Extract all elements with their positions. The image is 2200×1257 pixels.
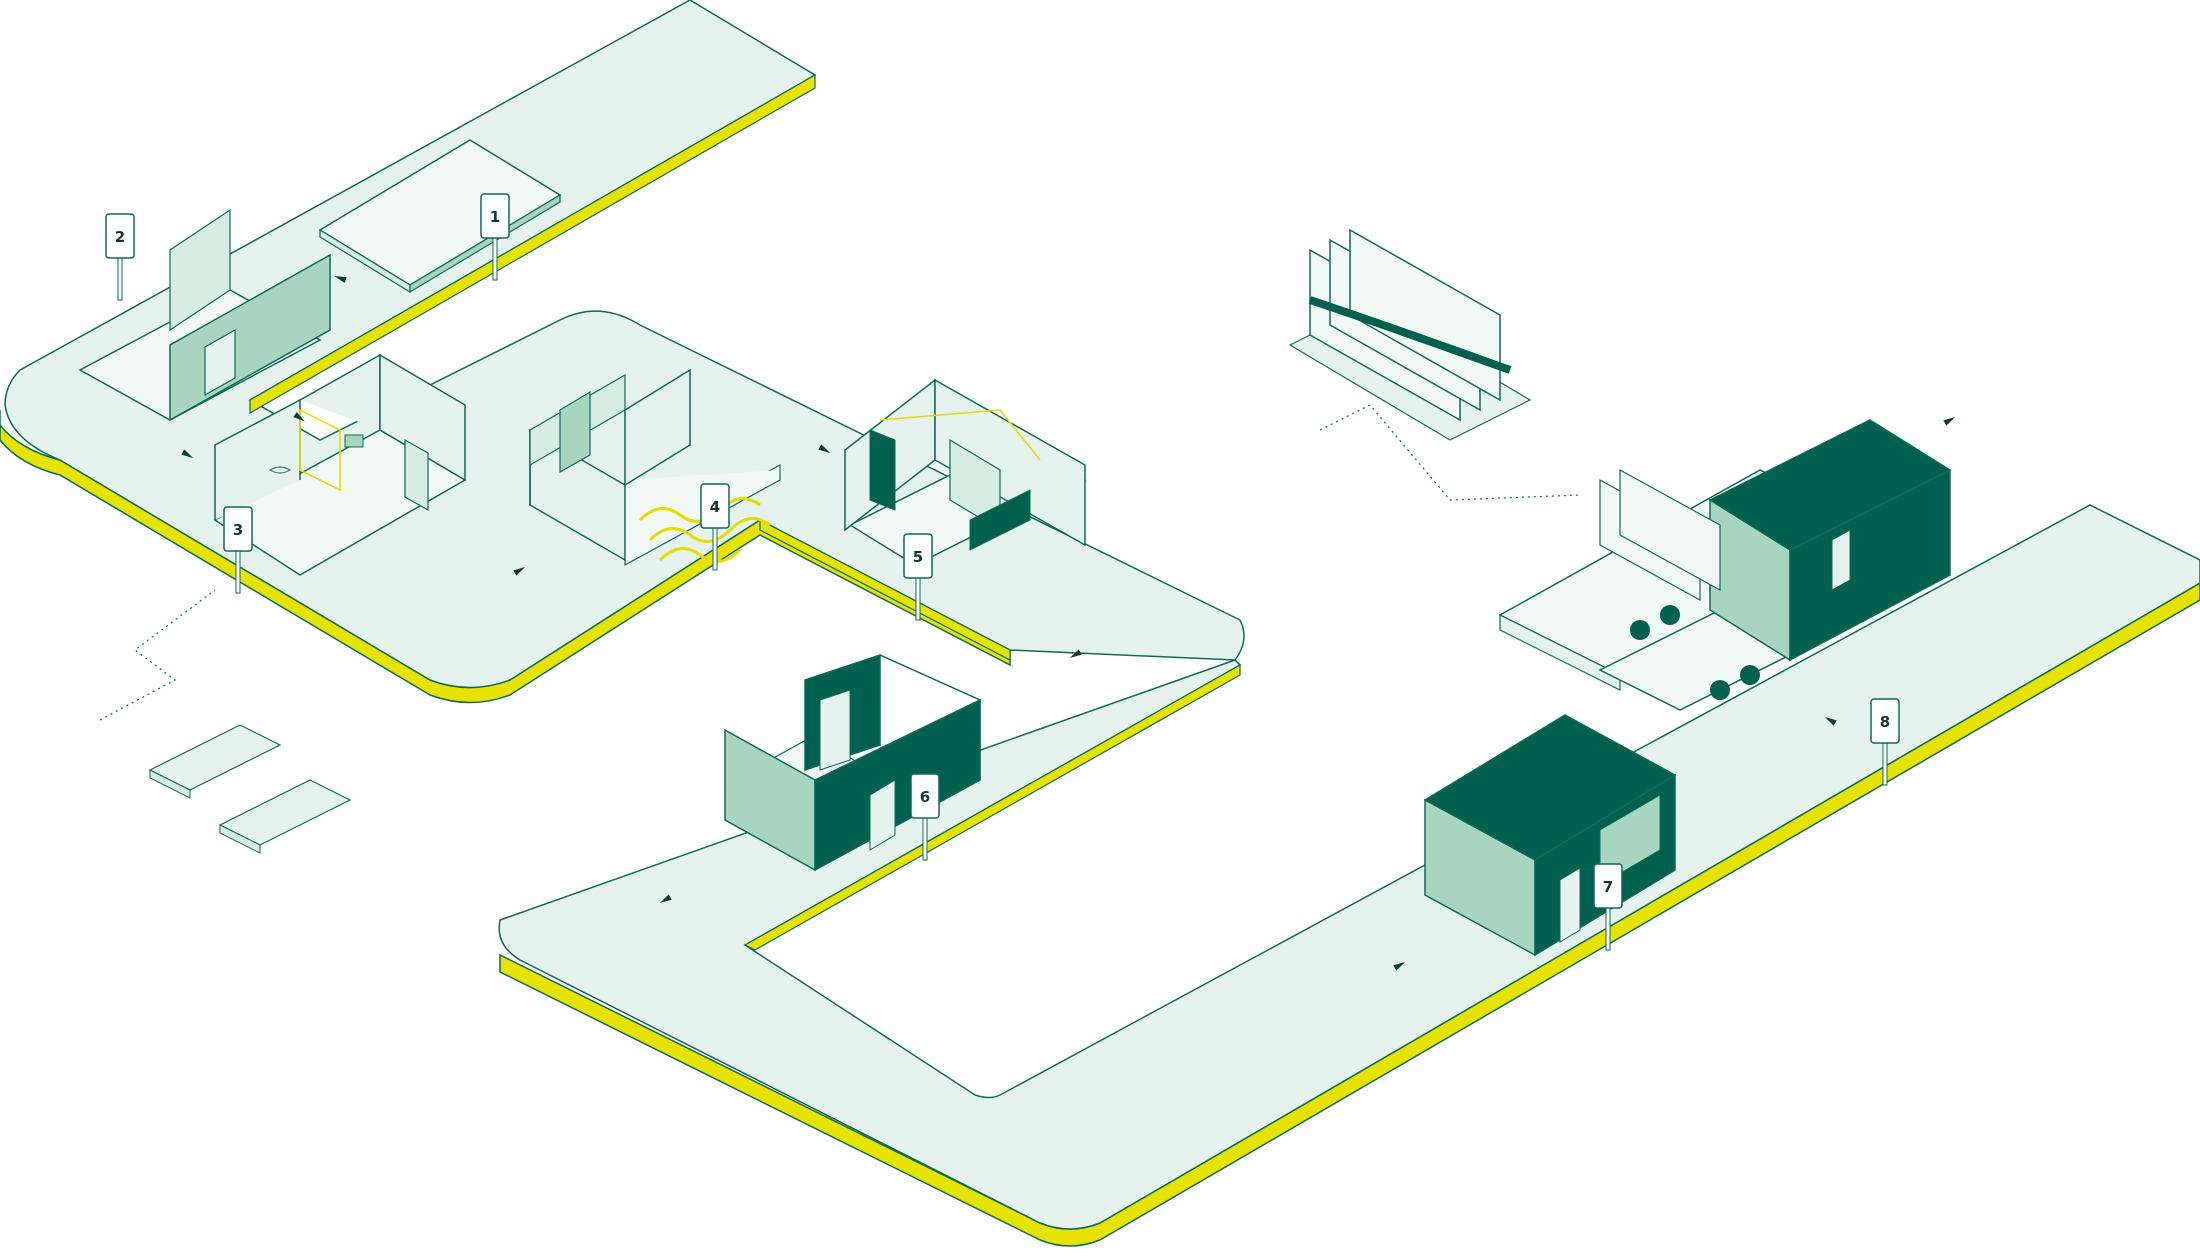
sign-post bbox=[712, 527, 718, 571]
station-sign-icon bbox=[223, 506, 253, 552]
station-sign-6: 6 bbox=[910, 773, 940, 861]
arrow-icon bbox=[181, 449, 194, 458]
arrow-icon bbox=[334, 275, 347, 283]
flow-arrows bbox=[181, 275, 1956, 971]
station-sign-icon bbox=[1593, 863, 1623, 909]
arrow-icon bbox=[513, 567, 526, 576]
arrow-icon bbox=[293, 412, 305, 422]
arrow-icon bbox=[818, 444, 831, 453]
station-number: 3 bbox=[233, 521, 243, 539]
station-2-walls bbox=[78, 208, 331, 422]
station-6-interior-walls bbox=[723, 653, 981, 872]
sign-post bbox=[1605, 907, 1611, 951]
station-sign-8: 8 bbox=[1870, 698, 1900, 786]
sign-post bbox=[492, 237, 498, 281]
material-pallets bbox=[148, 724, 352, 854]
sign-post bbox=[117, 257, 123, 301]
arrow-icon bbox=[1943, 417, 1956, 426]
station-sign-5: 5 bbox=[903, 533, 933, 621]
stacked-wall-panels bbox=[1288, 228, 1532, 441]
arrow-icon bbox=[659, 894, 672, 903]
station-3-room bbox=[213, 353, 467, 576]
station-sign-icon bbox=[105, 213, 135, 259]
station-number: 4 bbox=[710, 498, 720, 516]
station-sign-icon bbox=[480, 193, 510, 239]
material-flow-lines bbox=[99, 404, 1581, 721]
station-sign-7: 7 bbox=[1593, 863, 1623, 951]
station-sign-4: 4 bbox=[700, 483, 730, 571]
arrow-icon bbox=[1069, 649, 1082, 658]
station-signs: 1 2 3 4 5 6 7 8 bbox=[105, 193, 1900, 951]
station-sign-icon bbox=[910, 773, 940, 819]
truck-with-module bbox=[1498, 419, 1952, 711]
station-number: 7 bbox=[1603, 878, 1613, 896]
arrow-icon bbox=[1824, 717, 1837, 726]
sign-post bbox=[235, 550, 241, 594]
station-sign-1: 1 bbox=[480, 193, 510, 281]
station-sign-icon bbox=[1870, 698, 1900, 744]
station-sign-2: 2 bbox=[105, 213, 135, 301]
station-sign-3: 3 bbox=[223, 506, 253, 594]
station-number: 2 bbox=[115, 228, 125, 246]
sign-post bbox=[915, 577, 921, 621]
sign-post bbox=[1882, 742, 1888, 786]
station-1-floor-slab bbox=[318, 139, 562, 294]
station-number: 5 bbox=[913, 548, 923, 566]
station-number: 1 bbox=[490, 208, 500, 226]
station-number: 6 bbox=[920, 788, 930, 806]
station-sign-icon bbox=[700, 483, 730, 529]
station-sign-icon bbox=[903, 533, 933, 579]
sign-post bbox=[922, 817, 928, 861]
station-number: 8 bbox=[1880, 713, 1890, 731]
factory-floor-path-bottom bbox=[498, 504, 2200, 1247]
arrow-icon bbox=[1393, 962, 1406, 971]
